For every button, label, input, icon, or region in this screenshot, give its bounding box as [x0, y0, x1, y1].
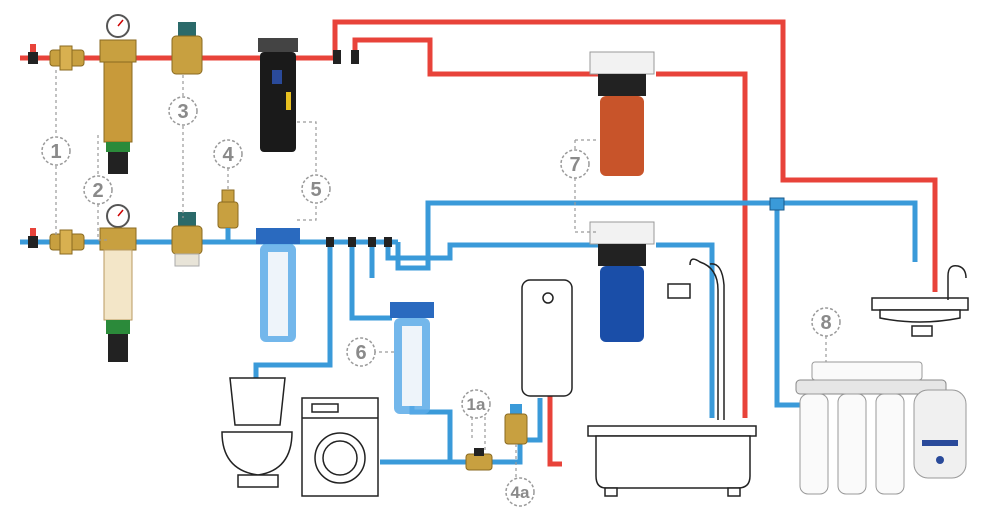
label-4: 4	[222, 144, 234, 166]
valves	[28, 44, 785, 248]
pressure-reducer-hot	[171, 22, 203, 75]
safety-valve	[217, 189, 239, 242]
filter-housing-icon	[589, 221, 655, 342]
label-8: 8	[820, 312, 831, 334]
filter-housing-icon	[258, 38, 298, 152]
reverse-osmosis-icon	[795, 361, 967, 495]
safety-valve-4a	[504, 404, 528, 445]
callout-2: 2	[83, 175, 113, 205]
cold-to-ro-system	[774, 203, 800, 408]
shower-icon	[667, 258, 725, 420]
callout-markers: 1 2 3 4 5 6 7 8	[41, 96, 841, 507]
label-1a: 1a	[467, 395, 486, 414]
tee-fitting-icon	[769, 197, 785, 211]
filter-housing-icon	[390, 302, 434, 414]
check-valve-cold	[49, 229, 85, 255]
valve-icon	[326, 237, 392, 247]
self-cleaning-filter-cold	[99, 204, 137, 362]
hot-heater-out	[547, 395, 562, 467]
callout-3: 3	[168, 96, 198, 126]
toilet-icon	[221, 377, 293, 488]
hot-filter7-out-to-bath	[656, 71, 748, 418]
callout-5: 5	[301, 174, 331, 204]
callout-7: 7	[560, 149, 590, 179]
callout-6: 6	[346, 337, 376, 367]
hot-riser-to-sink	[332, 19, 938, 292]
callout-leaders	[55, 70, 827, 478]
water-heater-icon	[521, 279, 573, 397]
callout-4: 4	[213, 139, 243, 169]
pressure-reducer-cold	[171, 212, 203, 267]
washing-machine-icon	[301, 397, 379, 497]
valve-icon	[28, 44, 38, 64]
cold-to-sink-and-ro	[395, 200, 918, 271]
hot-branch-to-filter7	[352, 37, 598, 77]
label-2: 2	[92, 180, 103, 202]
label-1: 1	[50, 141, 61, 163]
label-3: 3	[177, 101, 188, 123]
bathtub-icon	[587, 425, 757, 497]
callout-1: 1	[41, 136, 71, 166]
label-4a: 4a	[511, 483, 530, 502]
cold-to-filter7	[385, 242, 598, 261]
valve-icon	[333, 50, 359, 64]
label-5: 5	[310, 179, 321, 201]
check-valve-hot	[49, 45, 85, 71]
cold-filter7-out-to-bath	[656, 242, 715, 418]
sink-icon	[871, 264, 969, 337]
label-7: 7	[569, 154, 580, 176]
check-valve-1a	[465, 448, 493, 471]
callout-1a: 1a	[461, 389, 491, 419]
cold-to-filter6	[349, 242, 392, 321]
cold-to-toilet	[253, 242, 333, 378]
self-cleaning-filter-hot	[99, 14, 137, 174]
valve-icon	[28, 228, 38, 248]
label-6: 6	[355, 342, 366, 364]
cold-water-pipes	[20, 200, 918, 465]
filter-housing-icon	[589, 51, 655, 176]
filter-housing-icon	[256, 228, 300, 342]
callout-4a: 4a	[505, 477, 535, 507]
callout-8: 8	[811, 307, 841, 337]
